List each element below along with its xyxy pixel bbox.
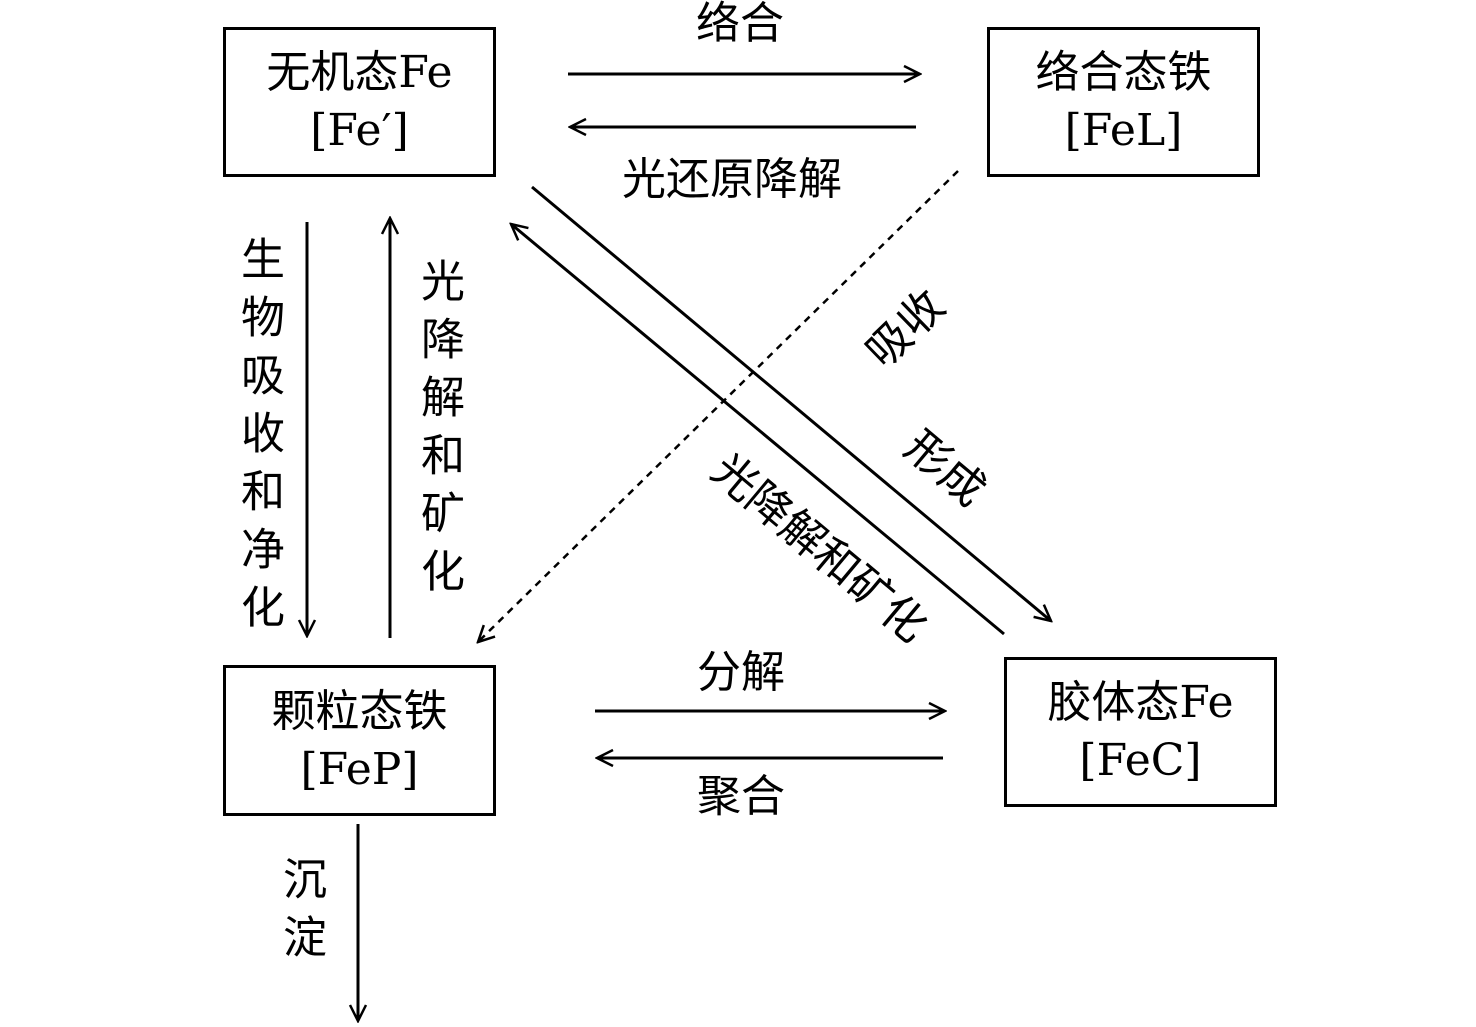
node-colloidal-fe-name: 胶体态Fe bbox=[1047, 677, 1234, 728]
node-inorganic-fe-name: 无机态Fe bbox=[266, 47, 453, 98]
node-inorganic-fe: 无机态Fe [Fe′] bbox=[223, 27, 496, 177]
arrow-absorption bbox=[478, 170, 959, 642]
node-particulate-fe-symbol: [FeP] bbox=[300, 743, 419, 795]
arrow-photo-degradation-diagonal bbox=[511, 224, 1005, 636]
label-photo-degradation-vertical: 光降解和矿化 bbox=[413, 258, 464, 606]
node-complexed-fe: 络合态铁 [FeL] bbox=[987, 27, 1260, 177]
label-photo-reductive-degradation: 光还原降解 bbox=[622, 154, 842, 205]
label-aggregation: 聚合 bbox=[697, 771, 785, 822]
label-bio-uptake-purification: 生物吸收和净化 bbox=[233, 236, 284, 642]
node-colloidal-fe: 胶体态Fe [FeC] bbox=[1004, 657, 1277, 807]
node-complexed-fe-name: 络合态铁 bbox=[1035, 47, 1212, 98]
label-decomposition: 分解 bbox=[697, 647, 785, 698]
node-inorganic-fe-symbol: [Fe′] bbox=[310, 105, 409, 156]
label-sedimentation: 沉淀 bbox=[275, 856, 326, 972]
node-particulate-fe: 颗粒态铁 [FeP] bbox=[223, 665, 496, 816]
node-colloidal-fe-symbol: [FeC] bbox=[1079, 735, 1202, 786]
node-particulate-fe-name: 颗粒态铁 bbox=[271, 685, 448, 737]
arrow-formation bbox=[531, 185, 1051, 621]
node-complexed-fe-symbol: [FeL] bbox=[1064, 105, 1183, 156]
label-complexation: 络合 bbox=[696, 0, 784, 49]
